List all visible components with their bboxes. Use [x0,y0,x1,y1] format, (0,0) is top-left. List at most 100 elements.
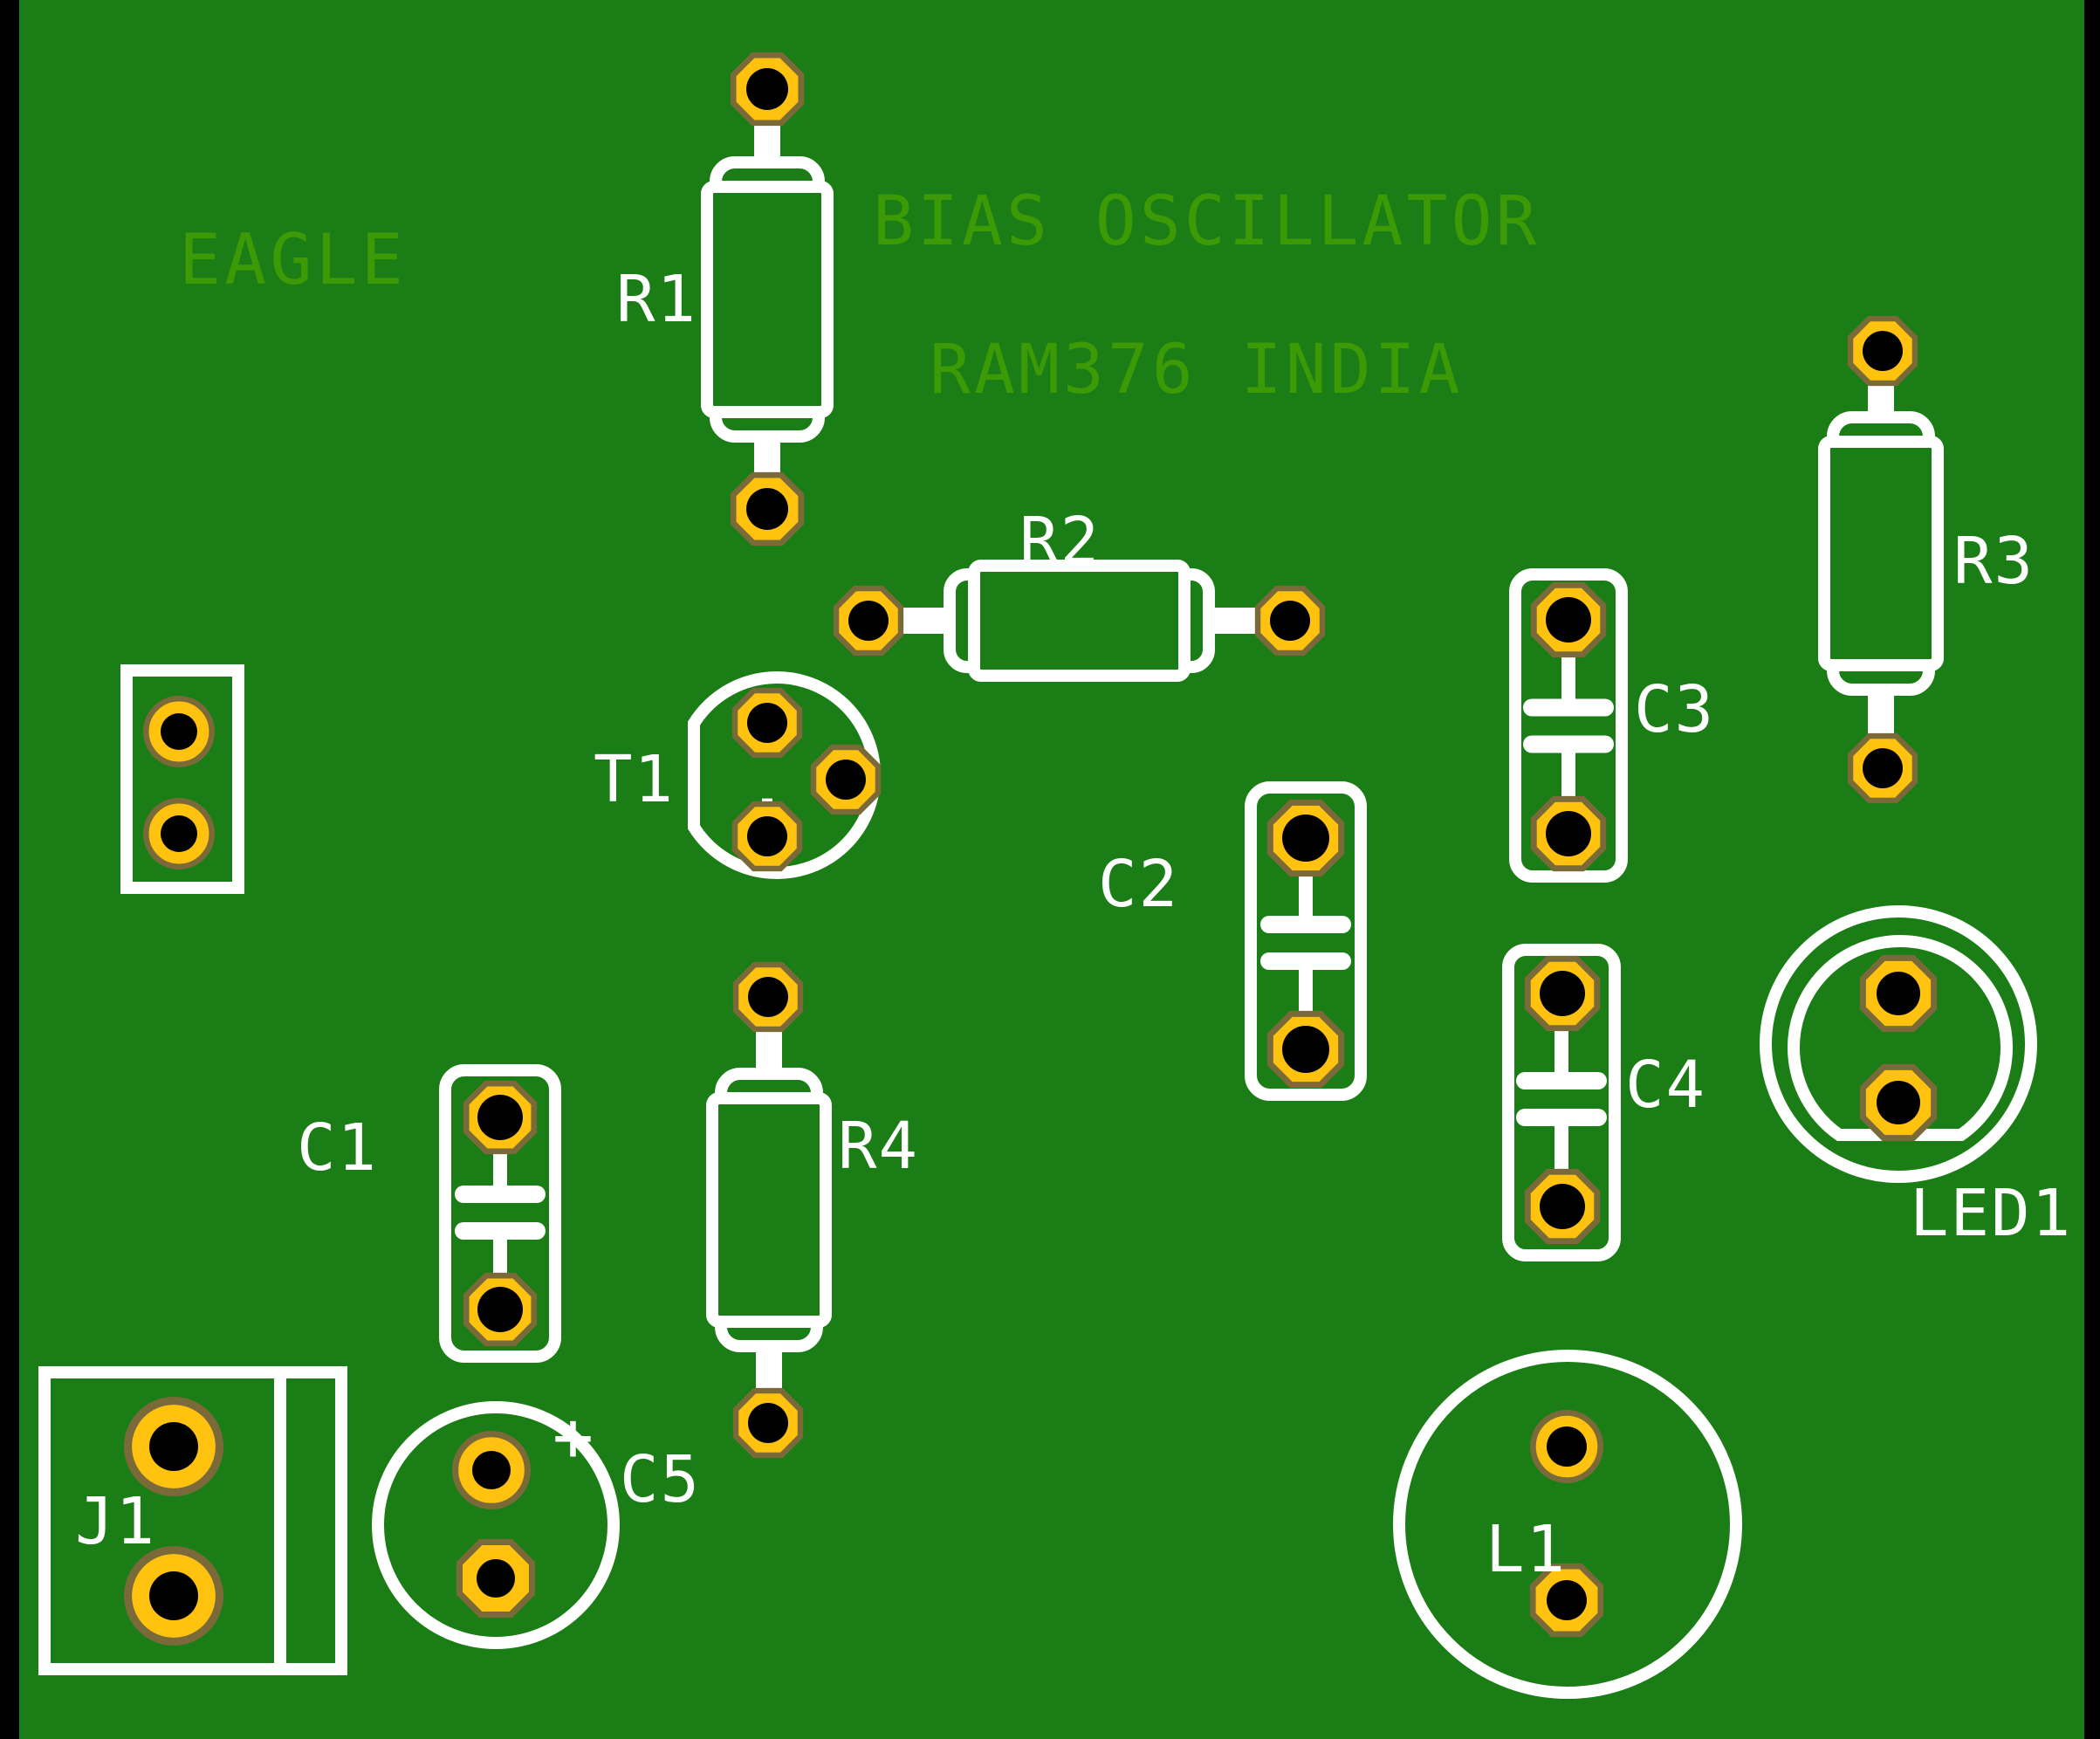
pad-T1[interactable] [810,744,882,815]
ref-label-c1: C1 [297,1110,378,1186]
pad-L1[interactable] [1529,1563,1604,1638]
cap-plate-bottom [1260,952,1351,970]
cap-plate-bottom [1516,1109,1607,1126]
electrolytic-outline [372,1401,620,1649]
ref-label-led1: LED1 [1910,1176,2072,1251]
drill-hole [1270,601,1310,641]
pad-R2[interactable] [833,585,904,656]
pad-L1[interactable] [1529,1409,1603,1483]
pad-C5[interactable] [451,1430,531,1509]
ref-label-r4: R4 [838,1109,919,1184]
drill-hole [1877,972,1920,1015]
inductor-outline [1393,1350,1742,1699]
drill-hole [746,488,788,530]
pad-C2[interactable] [1266,1010,1345,1089]
drill-hole [1863,748,1903,788]
cap-plate-top [455,1186,546,1203]
pad-LED1[interactable] [1859,1063,1938,1142]
drill-hole [477,1095,523,1140]
pad-C3[interactable] [1530,581,1607,658]
pad-R3[interactable] [1847,732,1918,804]
drill-hole [1282,815,1329,862]
pad-R2[interactable] [1254,585,1326,656]
drill-hole [1546,811,1591,856]
pad-T1[interactable] [731,687,803,759]
drill-hole [1877,1081,1920,1124]
cap-plate-bottom [455,1222,546,1240]
capacitor-outline [1509,568,1628,883]
pad-R4[interactable] [732,1387,804,1459]
pad-C1[interactable] [463,1272,538,1347]
drill-hole [1547,1580,1587,1620]
pad-C4[interactable] [1524,1168,1601,1245]
polarity-plus-marker: + [552,1399,595,1477]
drill-hole [477,1559,515,1598]
copper-text-layer: EAGLE BIAS OSCILLATOR RAM376 INDIA [179,182,1540,409]
resistor-body-band [706,1092,832,1328]
drill-hole [1540,971,1585,1016]
ref-label-t1: T1 [594,742,675,817]
drill-hole [746,68,788,110]
drill-hole [1282,1026,1329,1073]
pad-R1[interactable] [730,52,805,127]
cap-plate-bottom [1523,735,1614,753]
pad-header-2pin[interactable] [142,798,216,870]
component-c4: C4 [1502,944,1706,1261]
led-outline-inner [1788,935,2013,1142]
drill-hole [1863,331,1903,371]
resistor-body-band [701,181,834,418]
pad-C3[interactable] [1530,795,1607,872]
pad-T1[interactable] [731,801,803,872]
drill-hole [748,1403,788,1443]
pad-J1[interactable] [123,1546,223,1646]
component-c5: + C5 [372,1399,701,1649]
ref-label-c4: C4 [1625,1048,1706,1123]
drill-hole [472,1451,511,1489]
component-r3: R3 [1818,315,2033,804]
pcb-substrate [19,0,2084,1739]
component-c3: C3 [1509,568,1713,883]
component-r1: R1 [616,52,834,546]
resistor-body-band [1818,436,1944,671]
drill-hole [161,815,197,852]
pad-R1[interactable] [730,471,805,546]
drill-hole [149,1571,198,1620]
pad-C2[interactable] [1266,799,1345,877]
drill-hole [1547,1426,1587,1467]
drill-hole [1546,597,1591,643]
cap-plate-top [1260,916,1351,933]
ref-label-j1: J1 [75,1484,156,1559]
cap-plate-top [1523,698,1614,717]
component-c1: C1 [297,1064,561,1363]
pad-R3[interactable] [1847,315,1918,387]
ref-label-c2: C2 [1098,847,1179,922]
component-c2: C2 [1098,781,1367,1101]
component-led1: LED1 [1760,905,2072,1251]
pad-C4[interactable] [1524,955,1601,1032]
component-l1: L1 [1393,1350,1742,1699]
pad-C1[interactable] [463,1080,538,1155]
copper-label-ram376-india: RAM376 INDIA [930,331,1464,409]
component-r2: R2 [833,504,1326,682]
pad-J1[interactable] [123,1397,223,1497]
drill-hole [826,760,866,800]
drill-hole [149,1422,198,1471]
ref-label-l1: L1 [1486,1512,1567,1587]
pad-header-2pin[interactable] [142,696,216,768]
pad-LED1[interactable] [1859,954,1938,1033]
drill-hole [161,713,197,750]
ref-label-c5: C5 [620,1442,701,1517]
component-j1: J1 [38,1366,347,1675]
resistor-body-band [968,560,1191,682]
component-r4: R4 [706,961,919,1459]
ref-label-r2: R2 [1019,504,1101,579]
cap-plate-top [1516,1072,1607,1089]
copper-label-eagle: EAGLE [179,219,407,300]
copper-label-bias-oscillator: BIAS OSCILLATOR [873,182,1540,261]
pad-C5[interactable] [456,1538,536,1619]
drill-hole [477,1287,523,1332]
pad-R4[interactable] [732,961,804,1033]
drill-hole [747,703,787,743]
